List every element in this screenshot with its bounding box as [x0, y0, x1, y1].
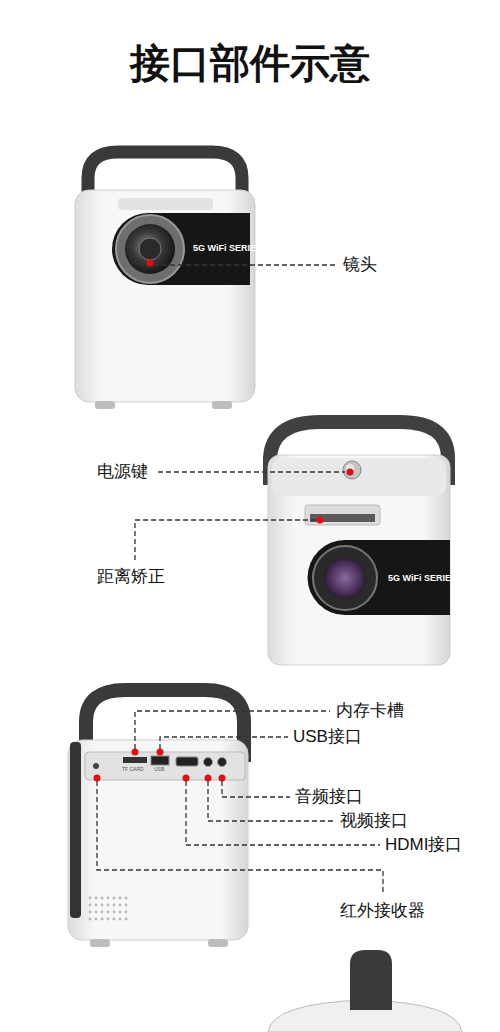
- part-label: 距离矫正: [97, 567, 165, 587]
- page-title: 接口部件示意: [0, 38, 500, 88]
- part-label: 内存卡槽: [336, 701, 404, 721]
- part-label: 红外接收器: [340, 901, 425, 921]
- part-label: 电源键: [97, 462, 148, 482]
- part-label: 镜头: [343, 255, 377, 275]
- port-marking: TF CARD: [122, 766, 144, 772]
- brand-mark: 5G WiFi SERIES: [388, 573, 457, 584]
- port-marking: USB: [154, 766, 164, 772]
- back-view: [68, 690, 383, 947]
- top-view: [135, 422, 450, 665]
- part-label: 视频接口: [340, 811, 408, 831]
- part-label: USB接口: [293, 727, 362, 747]
- front-view: [75, 152, 338, 409]
- partial-view: [268, 950, 462, 1032]
- brand-mark: 5G WiFi SERIES: [193, 243, 262, 254]
- part-label: HDMI接口: [385, 835, 462, 855]
- part-label: 音频接口: [295, 787, 363, 807]
